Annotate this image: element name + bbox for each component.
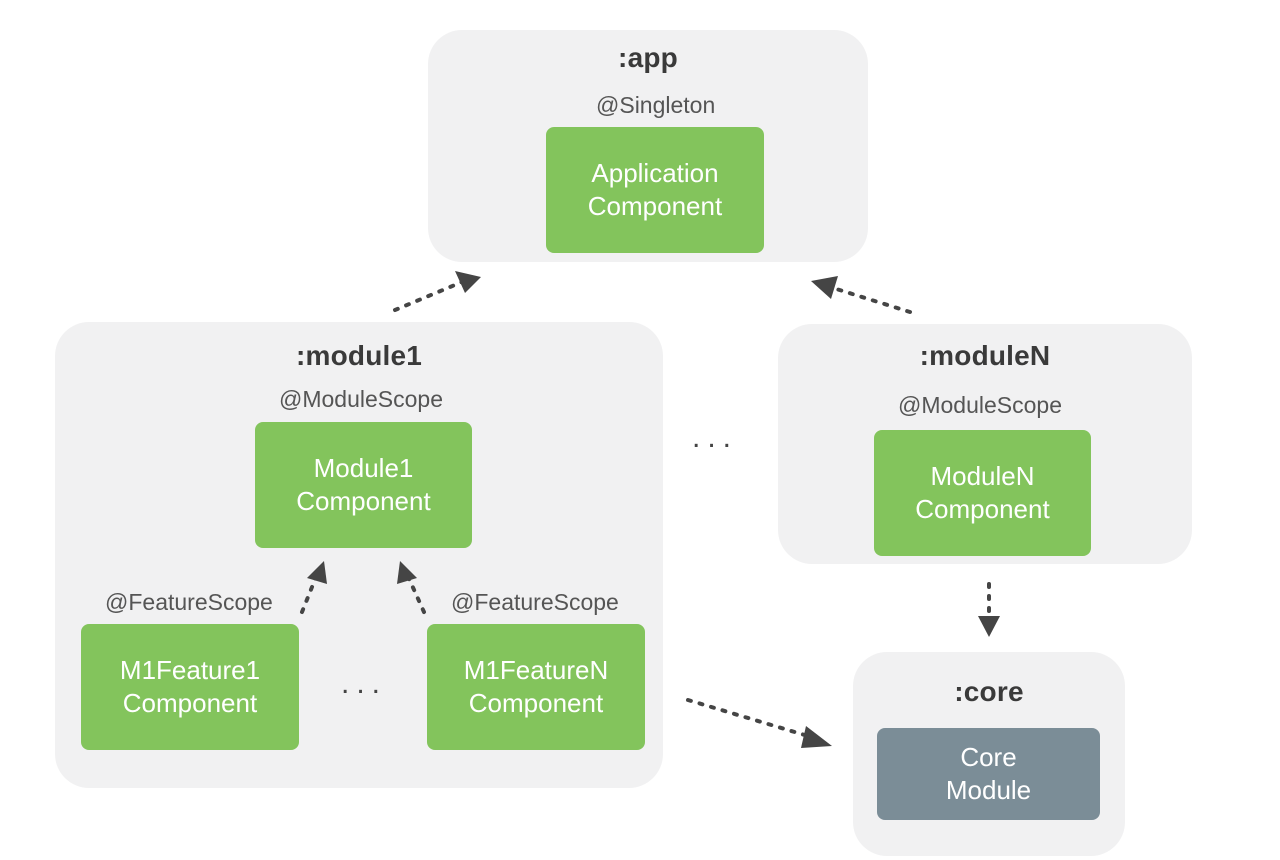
m1feature1-scope-label: @FeatureScope [105, 589, 273, 615]
modulen-scope-label: @ModuleScope [898, 392, 1062, 418]
core-module-title: :core [954, 676, 1024, 707]
modulen-component-line2: Component [915, 494, 1050, 524]
application-component-line1: Application [591, 158, 719, 188]
arrow-module1-to-core [686, 698, 810, 738]
modulen-module: :moduleN @ModuleScope ModuleN Component [778, 324, 1192, 564]
m1featuren-component: M1FeatureN Component [427, 624, 645, 750]
modulen-component-line1: ModuleN [930, 461, 1035, 491]
module1-component: Module1 Component [255, 422, 472, 548]
module1-scope-label: @ModuleScope [279, 386, 443, 412]
app-module-title: :app [618, 42, 678, 73]
m1feature1-component-line2: Component [122, 688, 258, 718]
arrow-modulen-to-app [828, 285, 912, 314]
feature-ellipsis: ... [341, 667, 388, 700]
core-module-component-line2: Module [945, 775, 1032, 805]
m1featuren-component-line2: Component [468, 688, 604, 718]
modules-ellipsis: ... [692, 421, 739, 454]
module1-module: :module1 @ModuleScope Module1 Component … [55, 322, 663, 788]
core-module-component: Core Module [877, 728, 1100, 820]
modulen-module-title: :moduleN [919, 340, 1051, 371]
arrow-module1-to-app [393, 280, 464, 312]
arrowhead-modulen-to-app [811, 276, 838, 299]
module1-component-line1: Module1 [313, 453, 414, 483]
arrowhead-modulen-to-core [978, 616, 1000, 637]
application-component-line2: Component [587, 191, 723, 221]
modulen-component: ModuleN Component [874, 430, 1091, 556]
arrowhead-module1-to-core [801, 726, 832, 748]
module1-component-line2: Component [296, 486, 431, 516]
m1featuren-component-line1: M1FeatureN [463, 655, 609, 685]
arrowhead-module1-to-app [455, 271, 481, 293]
module1-module-title: :module1 [295, 340, 423, 371]
application-component: Application Component [546, 127, 764, 253]
core-module-component-line1: Core [960, 742, 1017, 772]
core-module: :core Core Module [853, 652, 1125, 856]
m1feature1-component: M1Feature1 Component [81, 624, 299, 750]
m1featuren-scope-label: @FeatureScope [451, 589, 619, 615]
app-scope-label: @Singleton [596, 92, 716, 118]
app-module: :app @Singleton Application Component [428, 30, 868, 262]
m1feature1-component-line1: M1Feature1 [119, 655, 261, 685]
